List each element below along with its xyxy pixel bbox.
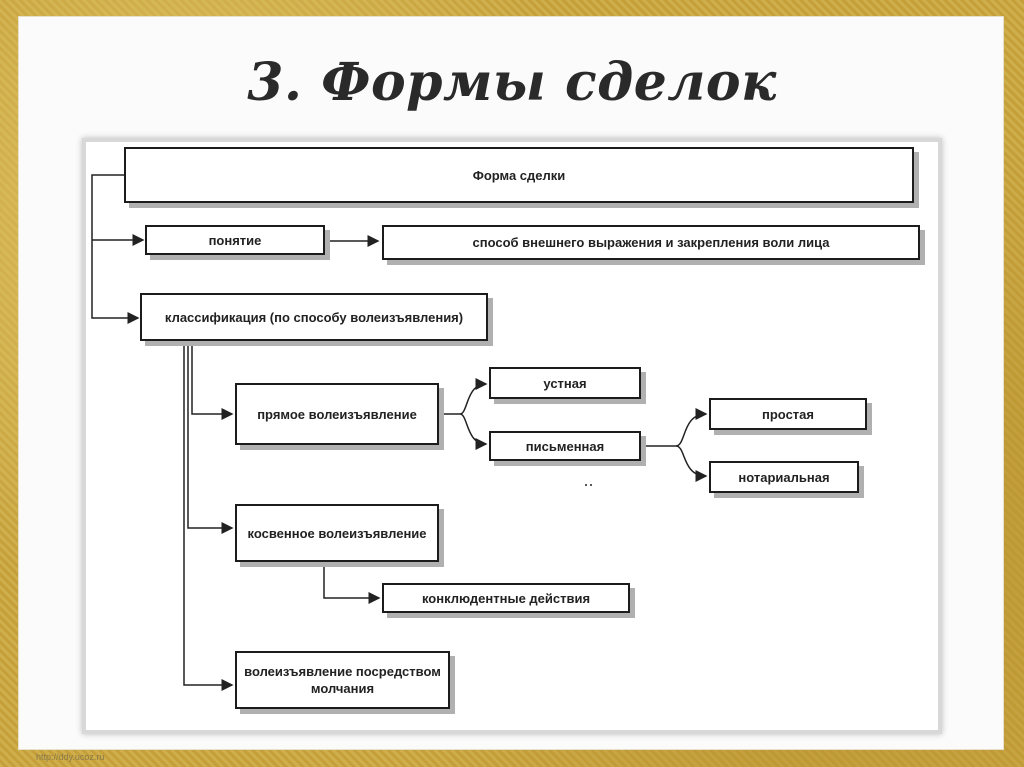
- written-form-box: письменная: [489, 431, 641, 461]
- slide-title: 3. Формы сделок: [247, 52, 777, 113]
- watermark-text: http://ddy.ucoz.ru: [36, 752, 105, 762]
- oral-form-box: устная: [489, 367, 641, 399]
- indirect-expression-box: косвенное волеизъявление: [235, 504, 439, 562]
- conclusive-actions-box: конклюдентные действия: [382, 583, 630, 613]
- direct-expression-box: прямое волеизъявление: [235, 383, 439, 445]
- root-box: Форма сделки: [124, 147, 914, 203]
- simple-form-box: простая: [709, 398, 867, 430]
- notarial-form-box: нотариальная: [709, 461, 859, 493]
- classification-box: классификация (по способу волеизъявления…: [140, 293, 488, 341]
- silence-expression-box: волеизъявление посредством молчания: [235, 651, 450, 709]
- concept-definition-box: способ внешнего выражения и закрепления …: [382, 225, 920, 260]
- concept-box: понятие: [145, 225, 325, 255]
